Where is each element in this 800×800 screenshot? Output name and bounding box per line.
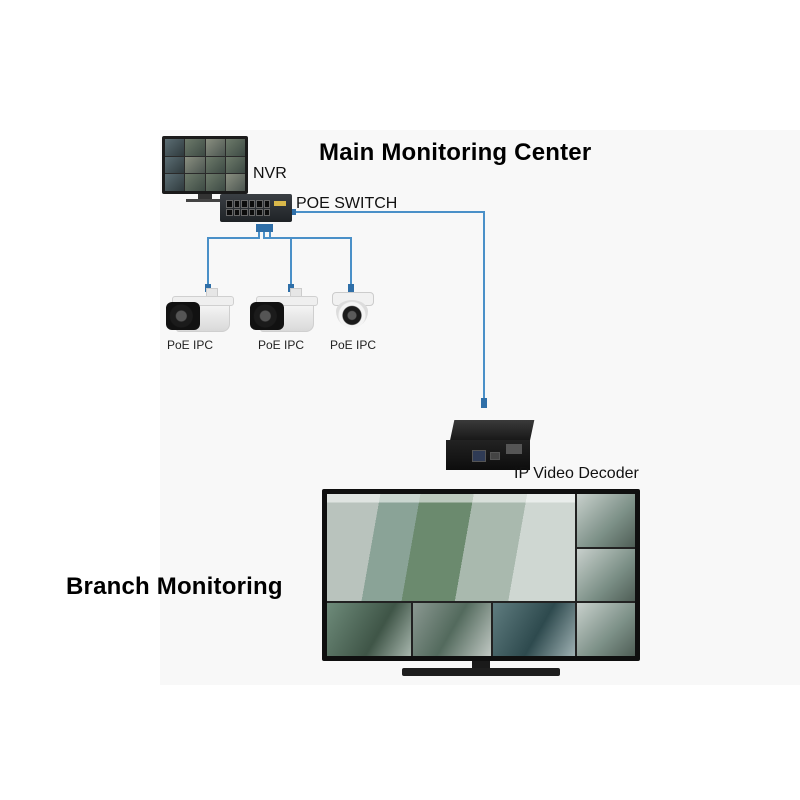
video-tile: [577, 494, 635, 547]
main-monitoring-center-title: Main Monitoring Center: [319, 139, 592, 166]
camera-1-label: PoE IPC: [167, 338, 214, 352]
tv-stand: [402, 668, 560, 676]
video-tile-main: [327, 494, 575, 602]
switch-ports: [226, 200, 270, 216]
video-tile: [577, 548, 635, 602]
video-tile: [577, 603, 635, 656]
bullet-camera-icon: [166, 288, 234, 332]
branch-monitoring-title: Branch Monitoring: [66, 573, 283, 600]
plug-camera-3: [348, 284, 354, 292]
plug-switch-1: [256, 224, 262, 232]
plug-switch-2: [261, 224, 267, 232]
nvr-screen: [165, 139, 245, 191]
plug-decoder: [481, 398, 487, 408]
tv-neck: [472, 661, 490, 669]
nvr-label: NVR: [253, 165, 287, 182]
network-switch-icon: [220, 194, 292, 222]
cable-switch-to-camera-2: [263, 226, 292, 290]
tv-display-icon: [322, 489, 640, 661]
bullet-camera-icon: [250, 288, 318, 332]
monitor-icon: [162, 136, 248, 194]
plug-switch-uplink: [288, 209, 296, 215]
poe-switch-label: POE SWITCH: [296, 195, 398, 212]
decoder-box-icon: [446, 420, 535, 472]
cable-switch-to-camera-1: [207, 226, 260, 290]
cable-switch-to-decoder: [292, 211, 485, 408]
monitor-stand: [198, 194, 212, 200]
video-tile: [493, 603, 575, 656]
dome-camera-icon: [332, 292, 374, 332]
camera-2-label: PoE IPC: [258, 338, 305, 352]
decoder-label: IP Video Decoder: [514, 465, 639, 482]
camera-3-label: PoE IPC: [330, 338, 377, 352]
tv-video-wall: [327, 494, 635, 656]
plug-switch-3: [267, 224, 273, 232]
switch-badge: [274, 201, 286, 206]
monitor-base: [186, 199, 224, 202]
video-tile: [413, 603, 491, 656]
cable-switch-to-camera-3: [269, 226, 352, 290]
video-tile: [327, 603, 411, 656]
